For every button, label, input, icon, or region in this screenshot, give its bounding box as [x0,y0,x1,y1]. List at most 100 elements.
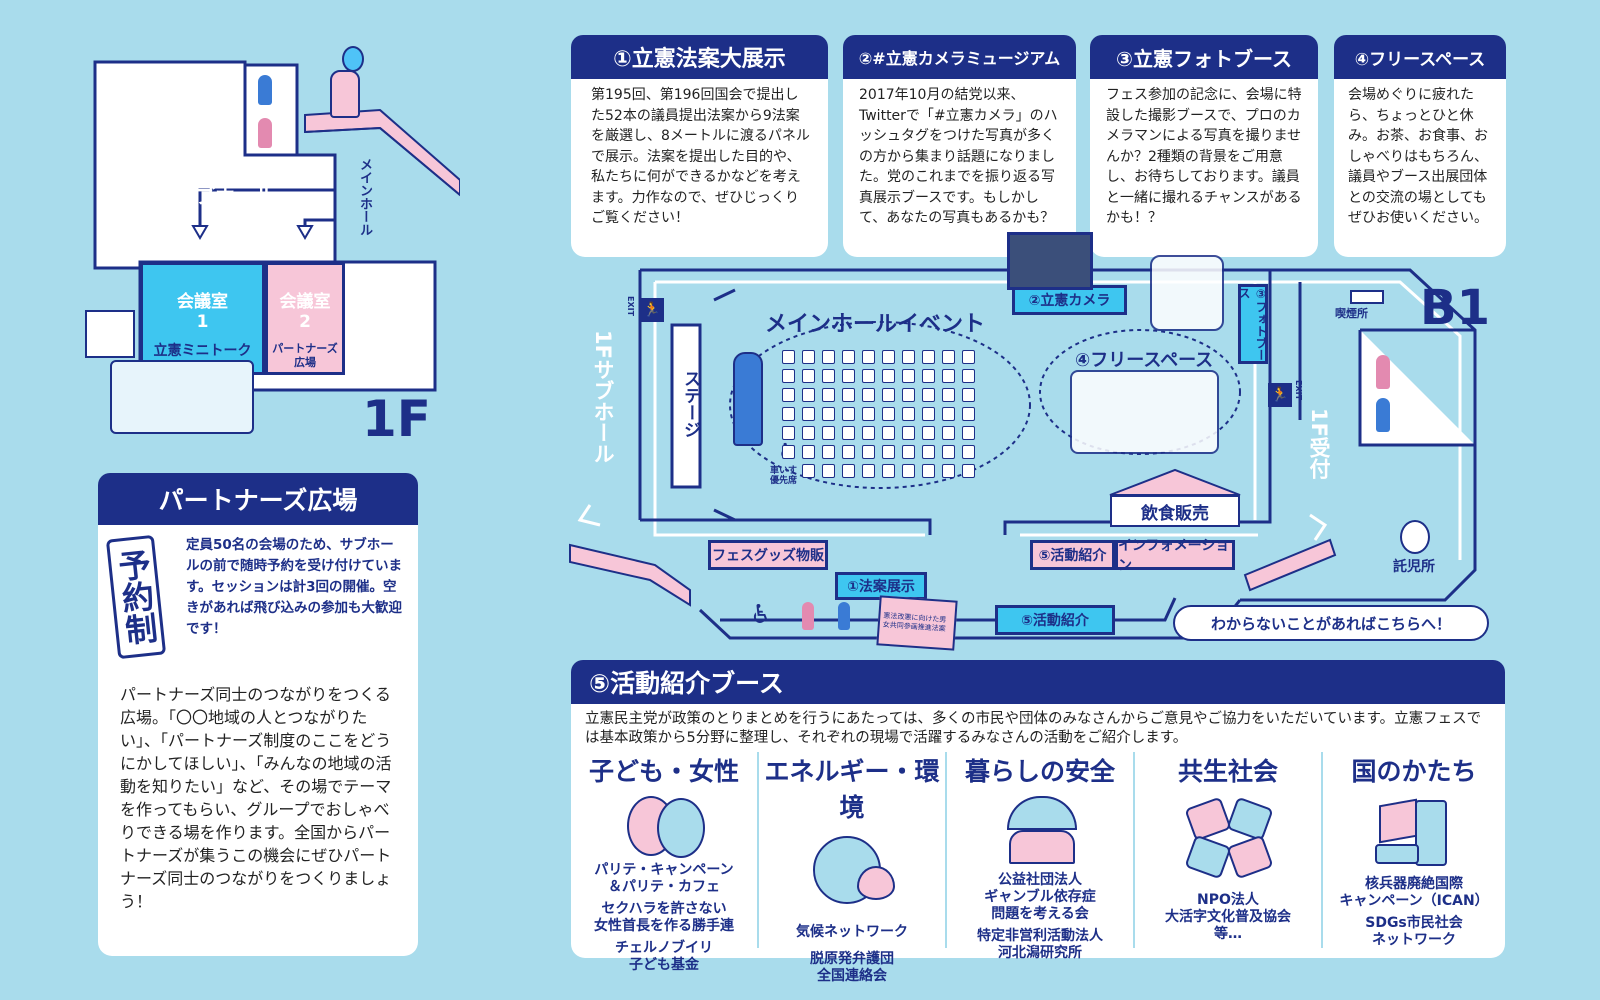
category-divider [945,752,947,948]
seat [962,426,975,440]
org-line: NPO法人 [1197,892,1259,908]
exit-label-right: EXIT [1294,380,1303,401]
to-sub-hall-label: 1Fサブホール [591,330,615,464]
seat [922,426,935,440]
room1[interactable]: 会議室 1 立憲ミニトーク [140,262,265,375]
seat [782,445,795,459]
seat [802,388,815,402]
booth-card-photo: ③立憲フォトブース フェス参加の記念に、会場に特設した撮影ブースで、プロのカメラ… [1090,35,1318,257]
seat [842,388,855,402]
floor1-restroom-women-icon [258,118,272,148]
camera-tag[interactable]: ②立憲カメラ [1012,285,1127,315]
seat [862,407,875,421]
seat [802,407,815,421]
seat [922,445,935,459]
seat [922,464,935,478]
presentation-board-icon [85,310,135,358]
org-line: 全国連絡会 [817,968,887,984]
camera-museum-photo [1007,232,1093,290]
seat [882,426,895,440]
partners-notice: 定員50名の会場のため、サブホールの前で随時予約を受け付けています。セッションは… [186,537,402,637]
org-line: 脱原発弁護団 [810,951,894,967]
booth-title: ④フリースペース [1334,35,1506,79]
room2-number: 2 [299,312,311,332]
seat [902,407,915,421]
exit-sign-right: 🏃 [1268,383,1292,407]
seat [942,426,955,440]
japan-cube-icon [1369,796,1459,866]
org-line: 等… [1214,926,1242,942]
seat [902,369,915,383]
restroom-women-icon [1376,355,1390,389]
accessible-restroom-icons: ♿ [750,600,786,630]
category-divider [1321,752,1323,948]
food-sale-tag[interactable]: 飲食販売 [1110,495,1240,527]
category-title: 子ども・女性 [588,757,739,786]
seat [802,445,815,459]
seat [962,388,975,402]
seat [822,426,835,440]
seat [882,350,895,364]
seat [922,369,935,383]
meeting-illustration [110,360,254,434]
seat [842,464,855,478]
heads-icon [619,796,709,858]
seat [842,369,855,383]
seat [962,464,975,478]
seat [902,388,915,402]
booth-text: フェス参加の記念に、会場に特設した撮影ブースで、プロのカメラマンによる写真を撮り… [1106,87,1302,226]
umbrella-people-icon [995,796,1085,864]
seat [942,350,955,364]
room2-event: パートナーズ広場 [272,342,338,369]
org-line: ギャンブル依存症 [984,889,1096,905]
seat [782,407,795,421]
activity-tag[interactable]: ⑤活動紹介 [1030,540,1115,570]
speaker-figure [733,352,763,446]
category-nation: 国のかたち 核兵器廃絶国際 キャンペーン（ICAN） SDGs市民社会 ネットワ… [1323,752,1505,949]
seat [942,445,955,459]
seat [822,350,835,364]
seat [962,445,975,459]
category-title: エネルギー・環境 [764,757,940,822]
seat [902,350,915,364]
seat [782,426,795,440]
org-line: ネットワーク [1372,932,1456,948]
partners-card: パートナーズ広場 予約制 定員50名の会場のため、サブホールの前で随時予約を受け… [98,473,418,956]
org-line: チェルノブイリ [615,940,713,956]
activity-title: ⑤活動紹介ブース [571,660,1505,704]
category-energy-environment: エネルギー・環境 気候ネットワーク 脱原発弁護団 全国連絡会 [759,752,945,985]
booth-text: 2017年10月の結党以来、Twitterで「#立憲カメラ」のハッシュタグをつけ… [859,87,1058,226]
seat [782,388,795,402]
seat [822,388,835,402]
stage-label: ステージ [680,370,700,438]
org-line: 子ども基金 [629,957,699,973]
floor1-label: 1F [362,390,431,448]
activity-card: ⑤活動紹介ブース 立憲民主党が政策のとりまとめを行うにあたっては、多くの市民や団… [571,660,1505,984]
bills-poster: 憲法改悪に向けた男女共同参画推進法案 [876,595,958,651]
seat [962,369,975,383]
seat [862,388,875,402]
seat [942,464,955,478]
activity-tag-2[interactable]: ⑤活動紹介 [995,605,1115,635]
information-tag[interactable]: インフォメーション [1115,538,1235,574]
org-line: セクハラを許さない [601,901,727,917]
room2[interactable]: 会議室 2 パートナーズ広場 [265,262,345,375]
seat [822,407,835,421]
seat [842,445,855,459]
booth-card-bills: ①立憲法案大展示 第195回、第196回国会で提出した52本の議員提出法案から9… [571,35,828,257]
category-divider [757,752,759,948]
b1-label: B1 [1420,280,1490,336]
seat [922,388,935,402]
goods-tag[interactable]: フェスグッズ物販 [708,540,828,570]
partners-title: パートナーズ広場 [98,473,418,525]
nursery-label: 託児所 [1393,559,1435,575]
seat [922,407,935,421]
photo-booth-tag[interactable]: ③フォトブース [1237,284,1268,364]
org-line: 大活字文化普及協会 [1165,909,1291,925]
org-line: キャンペーン（ICAN） [1339,893,1489,909]
org-line: 特定非営利活動法人 [977,928,1103,944]
seat [882,369,895,383]
seat [842,407,855,421]
seat [942,369,955,383]
booth-title: ②#立憲カメラミュージアム [843,35,1076,79]
